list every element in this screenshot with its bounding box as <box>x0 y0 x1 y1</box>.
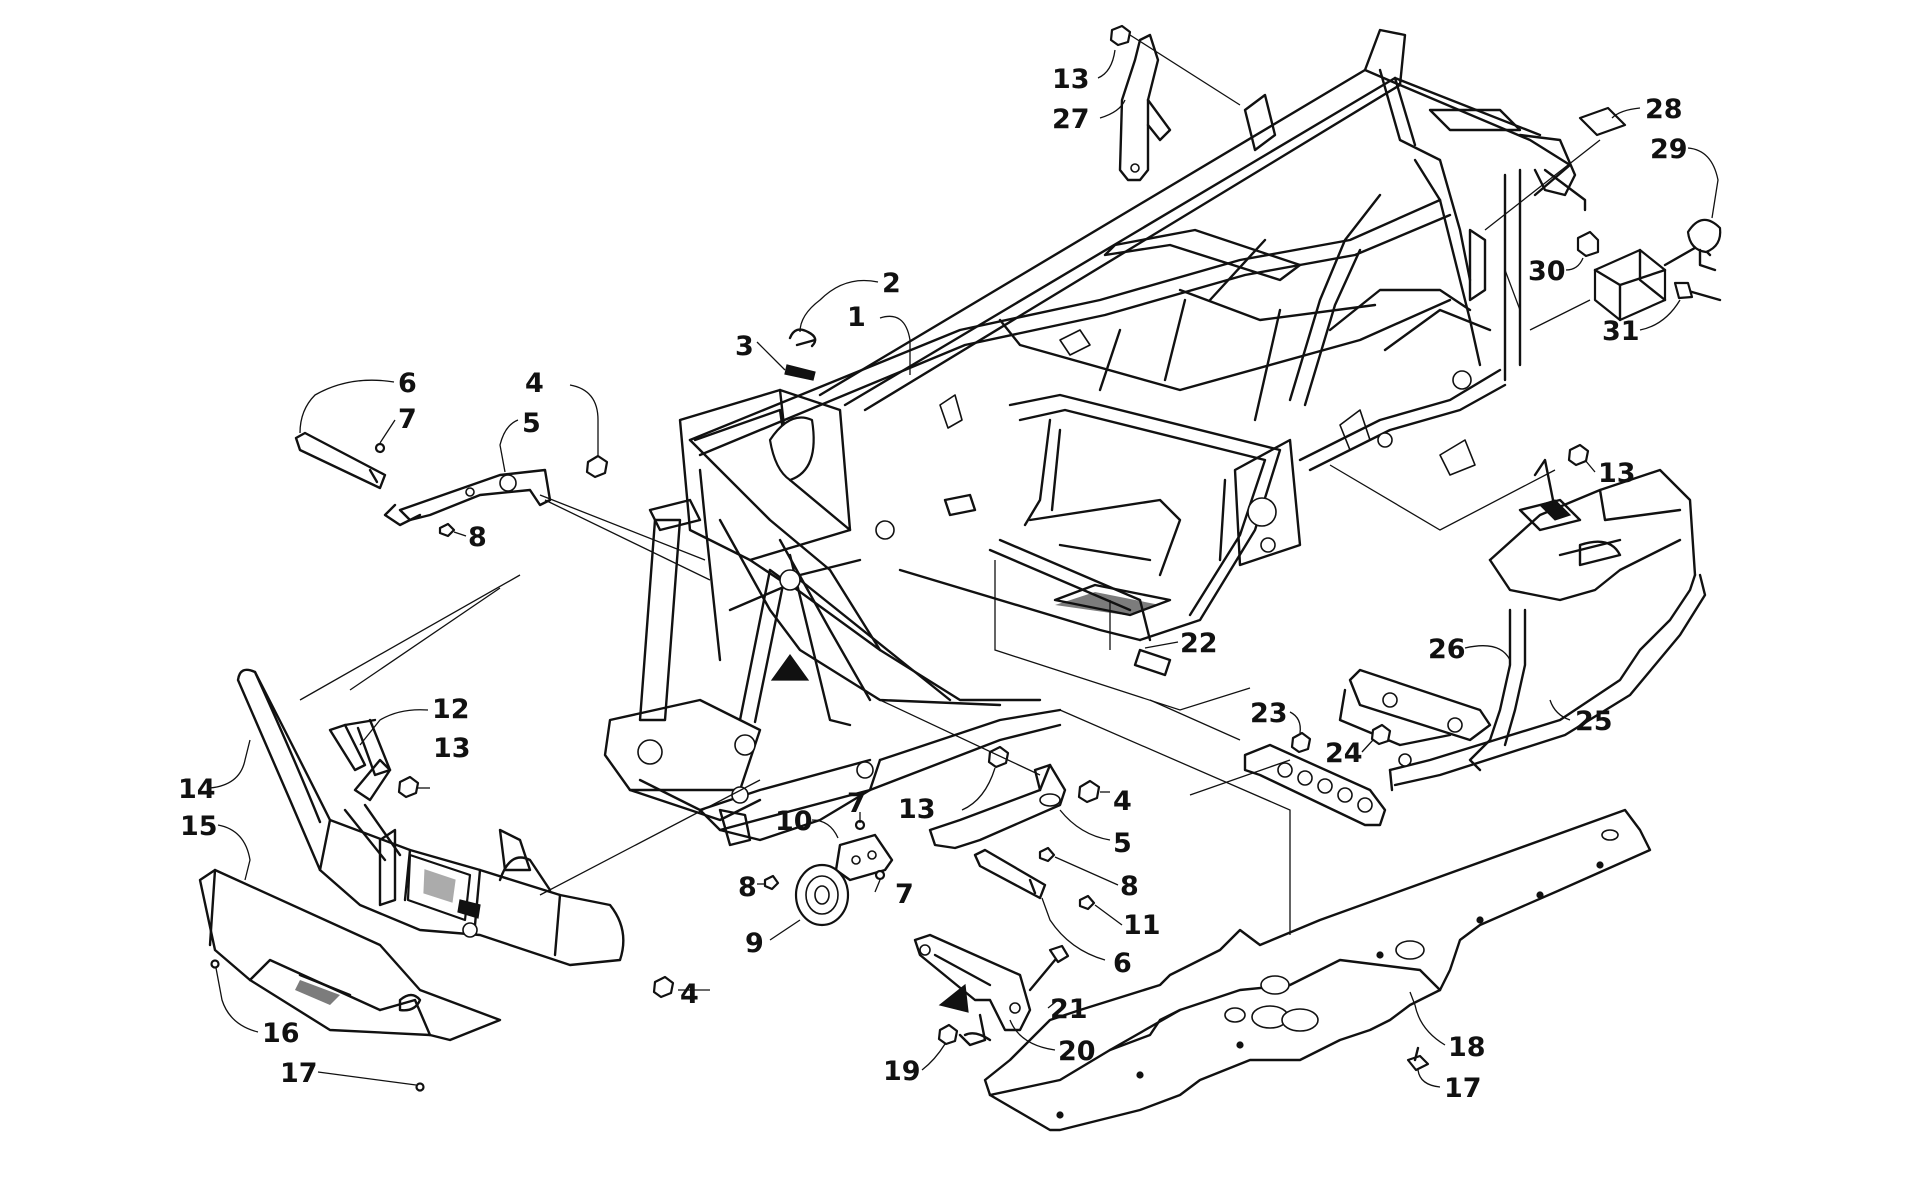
callout-6: 6 <box>398 368 417 399</box>
main-frame <box>603 28 1587 847</box>
front-skid-plate <box>198 868 502 1042</box>
callout-21: 21 <box>1050 994 1088 1025</box>
callout-5: 5 <box>1113 828 1132 859</box>
footrest-bar <box>1243 743 1387 827</box>
callout-4: 4 <box>525 368 544 399</box>
callout-12: 12 <box>432 694 470 725</box>
callout-11: 11 <box>1123 910 1161 941</box>
callout-13: 13 <box>433 733 471 764</box>
callout-7: 7 <box>847 788 866 819</box>
misc-fasteners <box>210 443 1590 1092</box>
callout-22: 22 <box>1180 628 1218 659</box>
rear-footrest-frame <box>1338 458 1707 792</box>
callout-17: 17 <box>280 1058 318 1089</box>
callout-30: 30 <box>1528 256 1566 287</box>
callout-23: 23 <box>1250 698 1288 729</box>
callout-24: 24 <box>1325 738 1363 769</box>
seat-latch <box>784 328 817 381</box>
right-lower-mount <box>652 763 1101 999</box>
callout-8: 8 <box>738 872 757 903</box>
callout-13: 13 <box>1052 64 1090 95</box>
callout-4: 4 <box>1113 786 1132 817</box>
callout-18: 18 <box>1448 1032 1486 1063</box>
front-bumper <box>236 668 625 967</box>
callout-8: 8 <box>1120 871 1139 902</box>
callout-7: 7 <box>398 404 417 435</box>
callout-4: 4 <box>680 979 699 1010</box>
callout-1: 1 <box>847 302 866 333</box>
callout-31: 31 <box>1602 316 1640 347</box>
callout-29: 29 <box>1650 134 1688 165</box>
callout-7: 7 <box>895 879 914 910</box>
callout-5: 5 <box>522 408 541 439</box>
lower-bracket <box>913 933 1070 1047</box>
belly-skid-plate <box>983 808 1652 1132</box>
brace-bracket <box>1109 24 1172 182</box>
callout-labels: 1 2 3 4 4 4 5 5 6 6 7 7 7 8 8 8 9 10 11 … <box>178 64 1688 1104</box>
callout-19: 19 <box>883 1056 921 1087</box>
callout-13: 13 <box>1598 458 1636 489</box>
callout-8: 8 <box>468 522 487 553</box>
callout-9: 9 <box>745 928 764 959</box>
callout-27: 27 <box>1052 104 1090 135</box>
callout-20: 20 <box>1058 1036 1096 1067</box>
callout-3: 3 <box>735 331 754 362</box>
warning-triangle-icon <box>770 653 810 681</box>
callout-25: 25 <box>1575 706 1613 737</box>
callout-13: 13 <box>898 794 936 825</box>
callout-14: 14 <box>178 774 216 805</box>
callout-28: 28 <box>1645 94 1683 125</box>
bumper-brace <box>328 718 392 777</box>
callout-6: 6 <box>1113 948 1132 979</box>
callout-2: 2 <box>882 268 901 299</box>
leader-lines <box>209 34 1719 1088</box>
tow-hitch <box>1576 106 1722 322</box>
callout-10: 10 <box>775 806 813 837</box>
callout-26: 26 <box>1428 634 1466 665</box>
left-upper-mount <box>294 431 609 538</box>
callout-16: 16 <box>262 1018 300 1049</box>
callout-17: 17 <box>1444 1073 1482 1104</box>
callout-15: 15 <box>180 811 218 842</box>
